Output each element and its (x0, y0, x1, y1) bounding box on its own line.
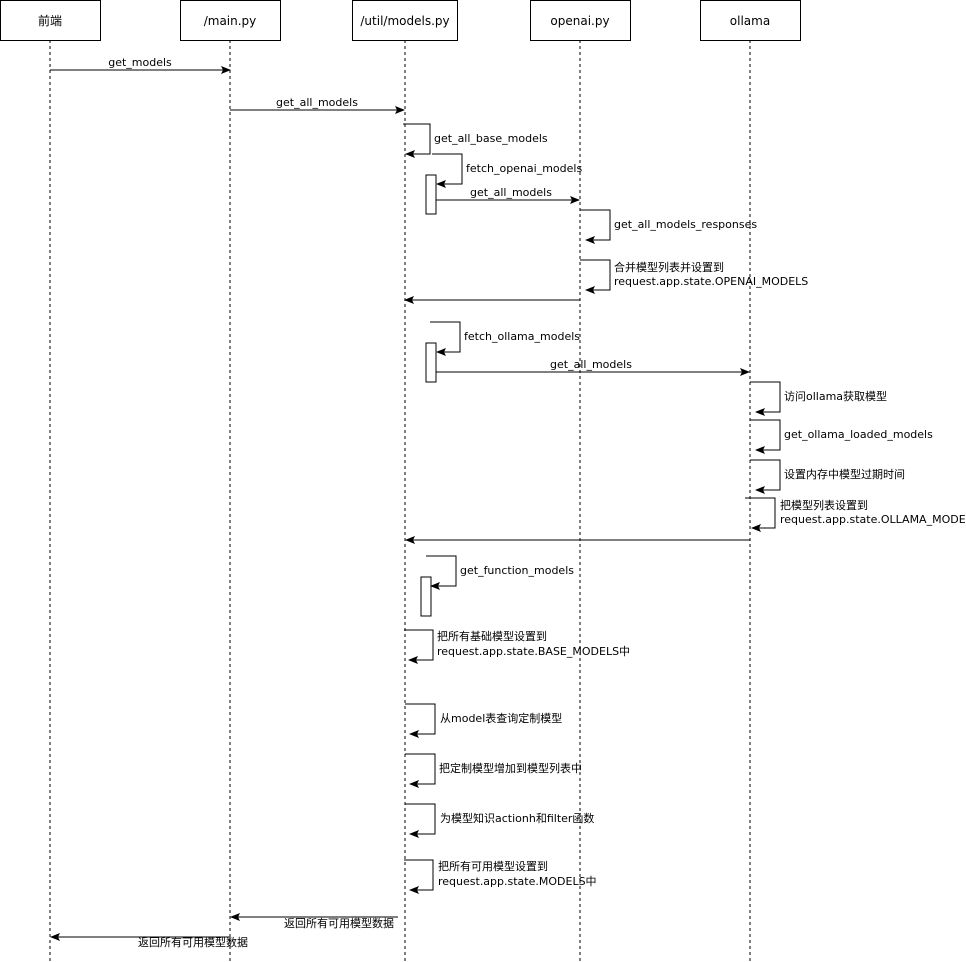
participant-main: /main.py (180, 0, 281, 41)
message-get-all-models-openai: get_all_models (436, 186, 580, 204)
message-get-all-models-ollama: get_all_models (436, 358, 750, 376)
message-label: 设置内存中模型过期时间 (784, 467, 905, 481)
message-return-to-main: 返回所有可用模型数据 (230, 913, 398, 930)
message-label: get_ollama_loaded_models (784, 428, 933, 441)
message-action-filter: 为模型知识actionh和filter函数 (405, 803, 594, 838)
participant-frontend-label: 前端 (38, 13, 62, 28)
message-get-models: get_models (50, 56, 231, 74)
message-label: get_all_models (550, 358, 632, 371)
message-merge-openai-models: 合并模型列表并设置到 request.app.state.OPENAI_MODE… (580, 259, 808, 294)
message-label: 合并模型列表并设置到 (614, 260, 724, 274)
message-label: request.app.state.MODELS中 (438, 875, 597, 888)
message-label: request.app.state.BASE_MODELS中 (437, 645, 630, 658)
message-fetch-openai-models: fetch_openai_models (432, 153, 582, 188)
message-label: 把模型列表设置到 (780, 498, 868, 512)
participant-ollama: ollama (700, 0, 801, 41)
message-label: get_all_models_responses (614, 218, 757, 231)
message-label: get_all_base_models (434, 132, 548, 145)
message-label: 把所有可用模型设置到 (438, 859, 548, 873)
message-fetch-ollama-models: fetch_ollama_models (430, 321, 580, 356)
message-get-function-models: get_function_models (426, 555, 574, 590)
activation-bar (425, 342, 437, 383)
message-get-ollama-loaded-models: get_ollama_loaded_models (750, 419, 933, 454)
message-label: fetch_ollama_models (464, 330, 580, 343)
message-set-base-models: 把所有基础模型设置到 request.app.state.BASE_MODELS… (404, 629, 630, 664)
message-set-expiry: 设置内存中模型过期时间 (750, 459, 905, 494)
participant-frontend: 前端 (0, 0, 101, 41)
participant-main-label: /main.py (204, 14, 257, 28)
message-return-to-frontend: 返回所有可用模型数据 (50, 933, 248, 949)
message-get-all-models-responses: get_all_models_responses (580, 209, 757, 244)
message-access-ollama: 访问ollama获取模型 (750, 381, 887, 416)
message-label: 从model表查询定制模型 (440, 711, 562, 725)
message-get-all-models: get_all_models (230, 96, 405, 114)
participant-openai: openai.py (530, 0, 631, 41)
message-label: get_all_models (470, 186, 552, 199)
message-query-custom-models: 从model表查询定制模型 (405, 703, 562, 738)
participant-ollama-label: ollama (730, 14, 770, 28)
message-set-ollama-models: 把模型列表设置到 request.app.state.OLLAMA_MODELS (745, 497, 966, 532)
message-set-models: 把所有可用模型设置到 request.app.state.MODELS中 (404, 859, 597, 894)
message-label: get_function_models (460, 564, 574, 577)
message-label: 返回所有可用模型数据 (138, 935, 248, 949)
activation-bar (425, 174, 437, 215)
message-add-custom-models: 把定制模型增加到模型列表中 (405, 753, 582, 788)
message-label: 把定制模型增加到模型列表中 (439, 761, 582, 775)
message-label: request.app.state.OPENAI_MODELS (614, 275, 808, 288)
message-label: get_all_models (276, 96, 358, 109)
message-get-all-base-models: get_all_base_models (403, 123, 548, 158)
message-label: 为模型知识actionh和filter函数 (440, 811, 594, 825)
participant-openai-label: openai.py (550, 14, 609, 28)
message-label: get_models (108, 56, 172, 69)
message-label: 把所有基础模型设置到 (437, 629, 547, 643)
message-label: request.app.state.OLLAMA_MODELS (780, 513, 966, 526)
message-label: 返回所有可用模型数据 (284, 916, 394, 930)
message-label: 访问ollama获取模型 (784, 389, 887, 403)
participant-models-label: /util/models.py (360, 14, 449, 28)
participant-models: /util/models.py (352, 0, 458, 41)
message-label: fetch_openai_models (466, 162, 582, 175)
activation-bar (420, 576, 432, 617)
